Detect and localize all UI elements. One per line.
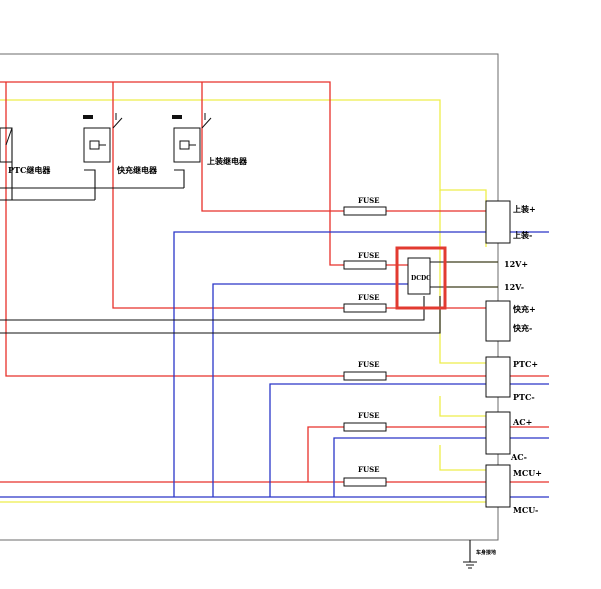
fuse-1-label: FUSE bbox=[358, 196, 379, 205]
fuse-1 bbox=[343, 206, 387, 216]
blue-wire-shangzhuang bbox=[173, 231, 549, 497]
fuse-2-label: FUSE bbox=[358, 251, 379, 260]
dcdc-label: DCDC bbox=[411, 275, 431, 282]
yellow-wire-ptc bbox=[439, 190, 486, 364]
label-ptc-neg: PTC- bbox=[513, 392, 535, 402]
blue-wire-dcdc bbox=[212, 283, 408, 497]
label-shangzhuang-neg: 上装- bbox=[513, 230, 532, 240]
relay-fastcharge-coil bbox=[89, 140, 100, 150]
dcdc-body bbox=[407, 257, 431, 295]
fuse-3 bbox=[343, 303, 387, 313]
blue-wire-ac bbox=[333, 437, 549, 497]
fuse-6-label: FUSE bbox=[358, 465, 379, 474]
relay-shangzhuang-tag bbox=[172, 115, 182, 119]
relay-ptc-label: PTC继电器 bbox=[8, 165, 51, 175]
fuse-4 bbox=[343, 371, 387, 381]
dcdc-highlight-box bbox=[395, 246, 447, 310]
dcdc-module: DCDC bbox=[395, 246, 447, 310]
terminal-mcu bbox=[485, 464, 511, 508]
relay-fastcharge-coil-box bbox=[83, 127, 111, 163]
fuse-4-label: FUSE bbox=[358, 360, 379, 369]
blue-wire-ptc bbox=[269, 383, 549, 497]
relay-shangzhuang-coil bbox=[179, 140, 190, 150]
relay-ptc-contact bbox=[5, 127, 13, 146]
relay-shangzhuang-label: 上装继电器 bbox=[207, 156, 248, 166]
relay-fastcharge bbox=[83, 113, 123, 163]
relay-fastcharge-label: 快充继电器 bbox=[117, 165, 158, 175]
red-wire-main bbox=[0, 81, 344, 266]
fuse-2 bbox=[343, 260, 387, 270]
yellow-wire-mcu bbox=[439, 445, 486, 471]
red-wire-left-drop bbox=[5, 82, 549, 377]
relay-ptc-coil-box bbox=[0, 127, 13, 163]
red-wire-ac bbox=[307, 426, 344, 482]
label-mcu-pos: MCU+ bbox=[513, 468, 542, 478]
label-ptc-pos: PTC+ bbox=[513, 359, 538, 369]
frame-outline bbox=[0, 53, 499, 541]
fuse-3-label: FUSE bbox=[358, 293, 379, 302]
relay-shangzhuang-switch bbox=[201, 117, 212, 129]
yellow-wire-ac bbox=[439, 396, 486, 417]
terminal-shangzhuang bbox=[485, 200, 511, 244]
black-wire-relay3 bbox=[174, 169, 185, 188]
label-12v-neg: 12V- bbox=[504, 282, 524, 292]
fuse-5 bbox=[343, 422, 387, 432]
fuses bbox=[343, 206, 387, 487]
label-kuaichong-pos: 快充+ bbox=[513, 304, 536, 314]
relay-coil-tags bbox=[83, 115, 182, 119]
fuse-5-label: FUSE bbox=[358, 411, 379, 420]
terminal-ac bbox=[485, 411, 511, 455]
black-wire-relay2 bbox=[84, 169, 96, 200]
terminal-labels: 上装+ 上装- 12V+ 12V- 快充+ 快充- PTC+ PTC- AC+ … bbox=[504, 204, 542, 515]
fuse-6 bbox=[343, 477, 387, 487]
label-kuaichong-neg: 快充- bbox=[513, 323, 532, 333]
red-wire-relay2 bbox=[112, 82, 344, 309]
terminal-ptc bbox=[485, 356, 511, 398]
label-mcu-neg: MCU- bbox=[513, 505, 538, 515]
label-ac-neg: AC- bbox=[510, 452, 527, 462]
ground-symbol bbox=[463, 561, 477, 569]
relay-fastcharge-tag bbox=[83, 115, 93, 119]
frame bbox=[0, 53, 499, 541]
red-wires bbox=[0, 81, 549, 483]
ground-label: 车身接地 bbox=[476, 549, 496, 556]
label-shangzhuang-pos: 上装+ bbox=[513, 204, 536, 214]
relay-shangzhuang bbox=[173, 113, 212, 163]
terminal-blocks bbox=[485, 200, 511, 508]
relay-fastcharge-switch bbox=[112, 117, 123, 129]
relay-ptc bbox=[0, 127, 13, 163]
relay-shangzhuang-coil-box bbox=[173, 127, 201, 163]
blue-wires bbox=[0, 231, 549, 498]
terminal-kuaichong bbox=[485, 300, 511, 342]
red-wire-relay3 bbox=[201, 82, 344, 212]
label-ac-pos: AC+ bbox=[512, 417, 532, 427]
yellow-wires bbox=[0, 99, 498, 503]
label-12v-pos: 12V+ bbox=[504, 259, 528, 269]
black-wire-dcdc-1 bbox=[0, 296, 425, 321]
fuse-labels: FUSE FUSE FUSE FUSE FUSE FUSE bbox=[358, 196, 379, 474]
yellow-wire-top bbox=[0, 99, 487, 247]
